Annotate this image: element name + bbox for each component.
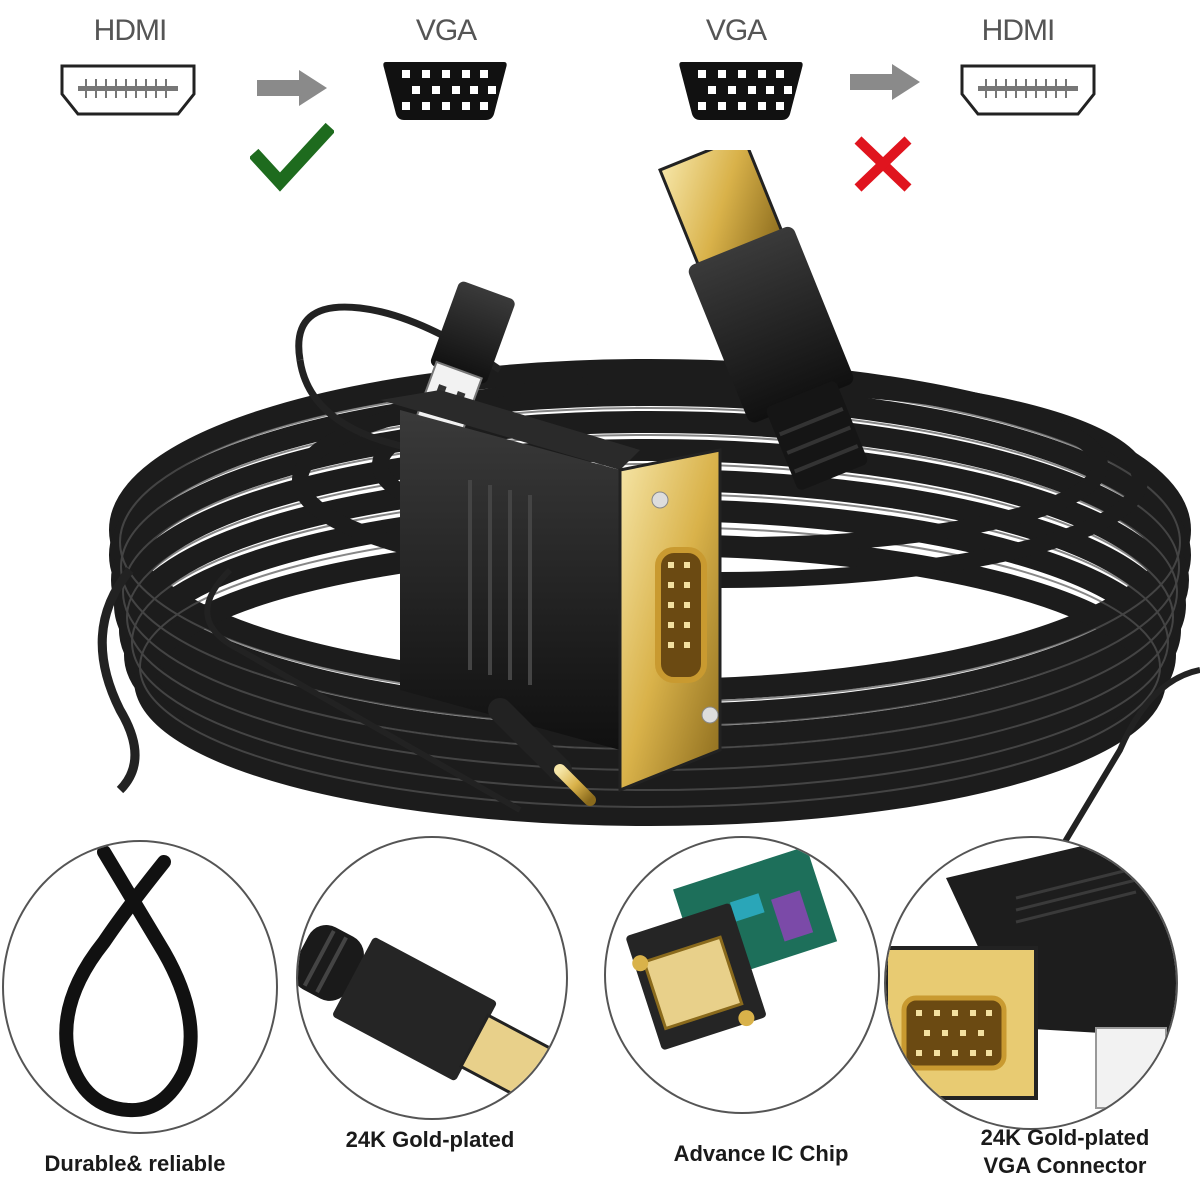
feature-label-ic-chip: Advance IC Chip [673,1141,849,1166]
vga-plug [380,390,722,793]
feature-label-gold-plated: 24K Gold-plated [345,1127,515,1152]
vga-port-icon [679,62,803,120]
source-label-hdmi: HDMI [93,14,168,47]
feature-label-vga-connector: 24K Gold-plated VGA Connector [930,1124,1200,1180]
feature-image-hdmi-plug [296,836,568,1120]
feature-label-vga-connector-line2: VGA Connector [983,1153,1147,1178]
cable-loop-icon [59,845,198,1118]
feature-label-durable: Durable& reliable [44,1151,226,1176]
cross-icon [854,136,912,192]
feature-image-cable-loop [2,840,278,1134]
audio-jack [488,698,596,806]
source-label-vga: VGA [705,14,767,47]
hdmi-port-icon [960,64,1096,116]
arrow-right-icon [257,70,327,106]
feature-image-vga-connector [884,836,1178,1130]
feature-label-vga-connector-line1: 24K Gold-plated [980,1125,1150,1150]
ic-chip-icon [626,846,838,1050]
hdmi-plug-closeup-icon [298,925,553,1102]
target-label-hdmi: HDMI [981,14,1056,47]
feature-image-ic-chip [604,836,880,1114]
arrow-right-icon [850,64,920,100]
product-image-cable-coil [97,150,1200,850]
vga-connector-closeup-icon [886,838,1176,1109]
target-label-vga: VGA [415,14,477,47]
hdmi-port-icon [60,64,196,116]
hdmi-plug [658,150,868,490]
checkmark-icon [250,122,334,192]
vga-port-icon [383,62,507,120]
